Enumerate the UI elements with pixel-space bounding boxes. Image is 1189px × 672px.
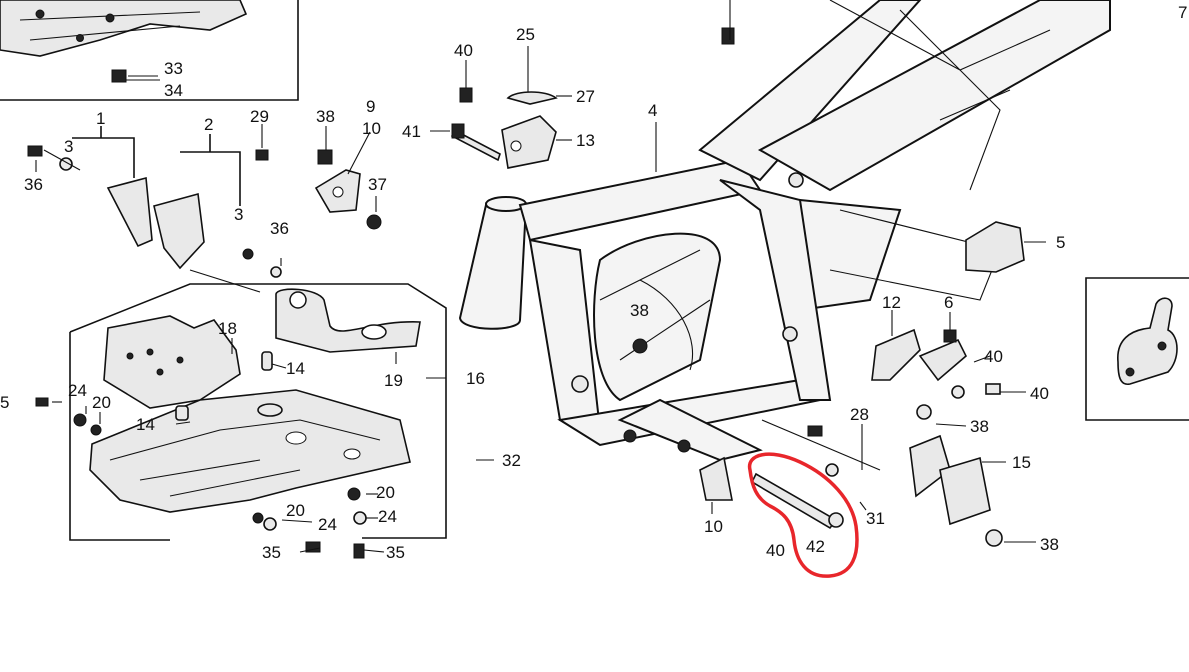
part-label-3b: 3: [234, 205, 243, 224]
part-label-1: 1: [96, 109, 105, 128]
small-fasteners-top: [111, 27, 735, 230]
right-brackets: [699, 221, 1025, 547]
part-label-28: 28: [850, 405, 869, 424]
part-label-40d: 40: [766, 541, 785, 560]
part-label-2: 2: [204, 115, 213, 134]
bracket-parts-1-2: [27, 126, 282, 293]
part-labels: 7 33 34 40 25 27 41 13 4 1 2 29 38 9 10 …: [0, 3, 1187, 562]
part-label-10b: 10: [704, 517, 723, 536]
part-label-36: 36: [24, 175, 43, 194]
part-label-38c: 38: [630, 301, 649, 320]
part-label-20c: 20: [286, 501, 305, 520]
part-label-35b: 35: [386, 543, 405, 562]
part-label-9: 9: [366, 97, 375, 116]
part-label-34: 34: [164, 81, 183, 100]
part-label-40: 40: [454, 41, 473, 60]
part-label-5b: 5: [0, 393, 9, 412]
part-label-35: 35: [262, 543, 281, 562]
highlight-circle-part-42: [747, 452, 859, 578]
part-label-33: 33: [164, 59, 183, 78]
part-label-24c: 24: [318, 515, 337, 534]
part-label-14: 14: [286, 359, 305, 378]
part-label-12: 12: [882, 293, 901, 312]
part-label-40b: 40: [984, 347, 1003, 366]
part-label-10: 10: [362, 119, 381, 138]
part-label-5: 5: [1056, 233, 1065, 252]
part-label-24: 24: [68, 381, 87, 400]
part-label-6: 6: [944, 293, 953, 312]
inset-top-left: [0, 0, 299, 101]
part-label-38: 38: [316, 107, 335, 126]
part-label-40c: 40: [1030, 384, 1049, 403]
part-label-13: 13: [576, 131, 595, 150]
part-label-20: 20: [92, 393, 111, 412]
part-label-25: 25: [516, 25, 535, 44]
part-label-42: 42: [806, 537, 825, 556]
part-label-16: 16: [466, 369, 485, 388]
part-label-14b: 14: [136, 415, 155, 434]
part-label-18: 18: [218, 319, 237, 338]
part-label-3: 3: [64, 137, 73, 156]
part-label-37: 37: [368, 175, 387, 194]
part-label-15: 15: [1012, 453, 1031, 472]
part-label-24b: 24: [378, 507, 397, 526]
part-label-4: 4: [648, 101, 657, 120]
part-label-19: 19: [384, 371, 403, 390]
part-label-27: 27: [576, 87, 595, 106]
part-label-32: 32: [502, 451, 521, 470]
skid-plate-assembly: [35, 283, 447, 559]
leader-lines: [35, 0, 1046, 553]
part-label-41: 41: [402, 122, 421, 141]
part-label-38d: 38: [1040, 535, 1059, 554]
motorcycle-frame: [458, 0, 1111, 462]
inset-right: [1085, 277, 1189, 421]
part-label-31: 31: [866, 509, 885, 528]
part-label-29: 29: [250, 107, 269, 126]
part-label-36b: 36: [270, 219, 289, 238]
part-label-38b: 38: [970, 417, 989, 436]
part-label-7: 7: [1178, 3, 1187, 22]
part-label-20b: 20: [376, 483, 395, 502]
